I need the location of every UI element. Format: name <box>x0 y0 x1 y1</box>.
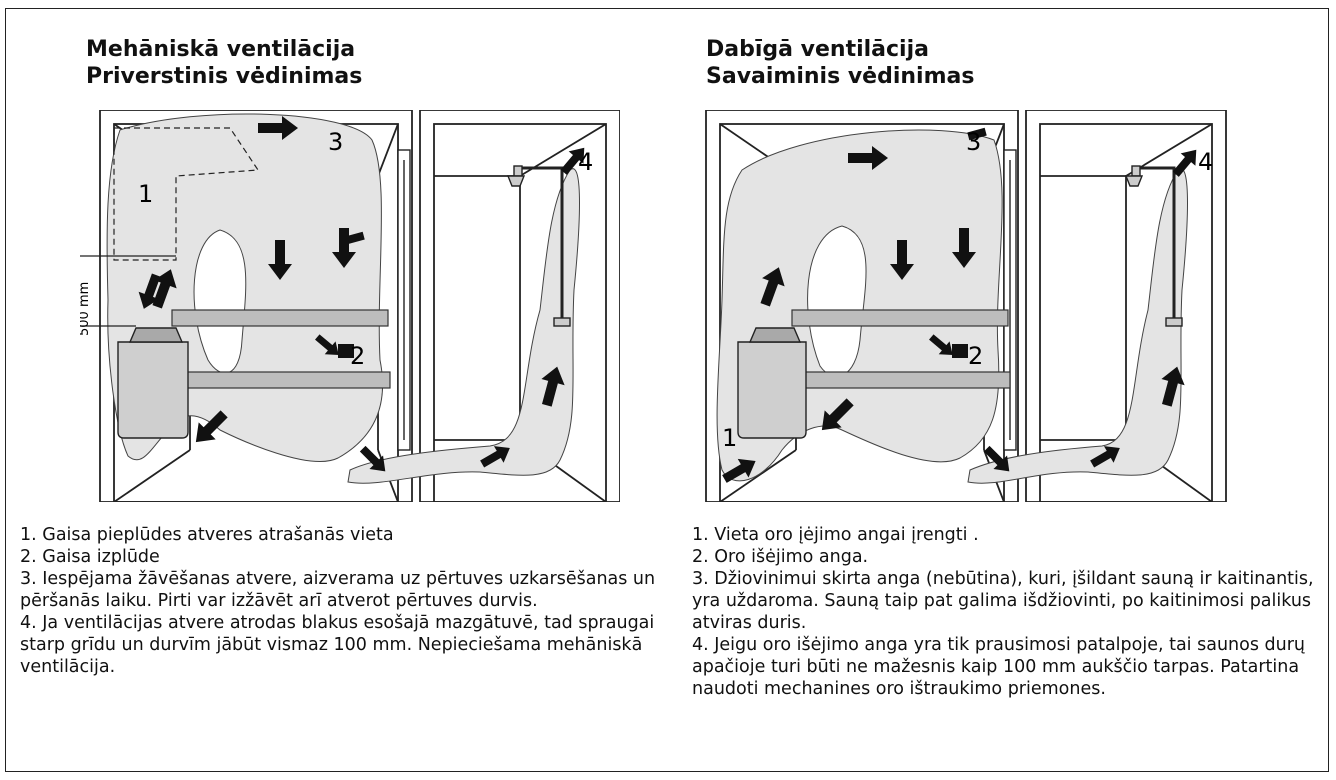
right-notes: 1. Vieta oro įėjimo angai įrengti . 2. O… <box>692 524 1332 700</box>
upper-bench <box>791 309 1009 327</box>
shower-valve <box>553 317 571 327</box>
lower-bench <box>181 371 391 389</box>
mechanical-ventilation-diagram: min 500 mm 1 2 3 4 <box>80 110 620 502</box>
shower-room-inner <box>1039 123 1213 502</box>
left-note-3: 3. Iespējama žāvēšanas atvere, aizverama… <box>20 569 656 611</box>
shower-room-inner <box>433 123 607 502</box>
right-note-3: 3. Džiovinimui skirta anga (nebūtina), k… <box>692 569 1314 633</box>
left-notes: 1. Gaisa pieplūdes atveres atrašanās vie… <box>20 524 660 678</box>
heater-stones <box>748 327 802 343</box>
shower-flow-region <box>967 168 1188 484</box>
label-3: 3 <box>328 128 343 156</box>
right-note-2: 2. Oro išėjimo anga. <box>692 547 869 567</box>
left-note-4: 4. Ja ventilācijas atvere atrodas blakus… <box>20 613 655 677</box>
label-2: 2 <box>968 342 983 370</box>
heater <box>117 341 189 439</box>
label-4: 4 <box>578 148 593 176</box>
label-1: 1 <box>722 424 737 452</box>
shower-valve <box>1165 317 1183 327</box>
right-title: Dabīgā ventilācija Savaiminis vėdinimas <box>706 36 974 90</box>
shower-head <box>1124 175 1144 187</box>
intake-zone-box <box>113 127 260 261</box>
heater-stones <box>128 327 184 343</box>
left-title-line2: Priverstinis vėdinimas <box>86 64 363 89</box>
label-4: 4 <box>1198 148 1213 176</box>
right-note-4: 4. Jeigu oro išėjimo anga yra tik prausi… <box>692 635 1306 699</box>
shower-head <box>506 175 526 187</box>
natural-ventilation-diagram: 1 2 3 4 <box>705 110 1227 502</box>
shower-head-arm <box>513 165 523 177</box>
label-2: 2 <box>350 342 365 370</box>
lower-bench <box>801 371 1011 389</box>
right-title-line1: Dabīgā ventilācija <box>706 37 929 62</box>
left-title-line1: Mehāniskā ventilācija <box>86 37 356 62</box>
right-title-line2: Savaiminis vėdinimas <box>706 64 975 89</box>
distance-label: 500 mm <box>80 282 92 336</box>
left-note-1: 1. Gaisa pieplūdes atveres atrašanās vie… <box>20 525 394 545</box>
right-note-1: 1. Vieta oro įėjimo angai įrengti . <box>692 525 979 545</box>
drying-vent-3 <box>967 127 987 141</box>
outlet-vent-2 <box>952 344 968 358</box>
outlet-vent-2 <box>338 344 354 358</box>
label-3: 3 <box>966 128 981 156</box>
left-note-2: 2. Gaisa izplūde <box>20 547 160 567</box>
left-title: Mehāniskā ventilācija Priverstinis vėdin… <box>86 36 362 90</box>
shower-head-arm <box>1131 165 1141 177</box>
drying-vent-3 <box>345 231 365 245</box>
label-1: 1 <box>138 180 153 208</box>
shower-flow-region <box>347 168 580 484</box>
page-frame <box>5 8 1329 772</box>
heater <box>737 341 807 439</box>
upper-bench <box>171 309 389 327</box>
